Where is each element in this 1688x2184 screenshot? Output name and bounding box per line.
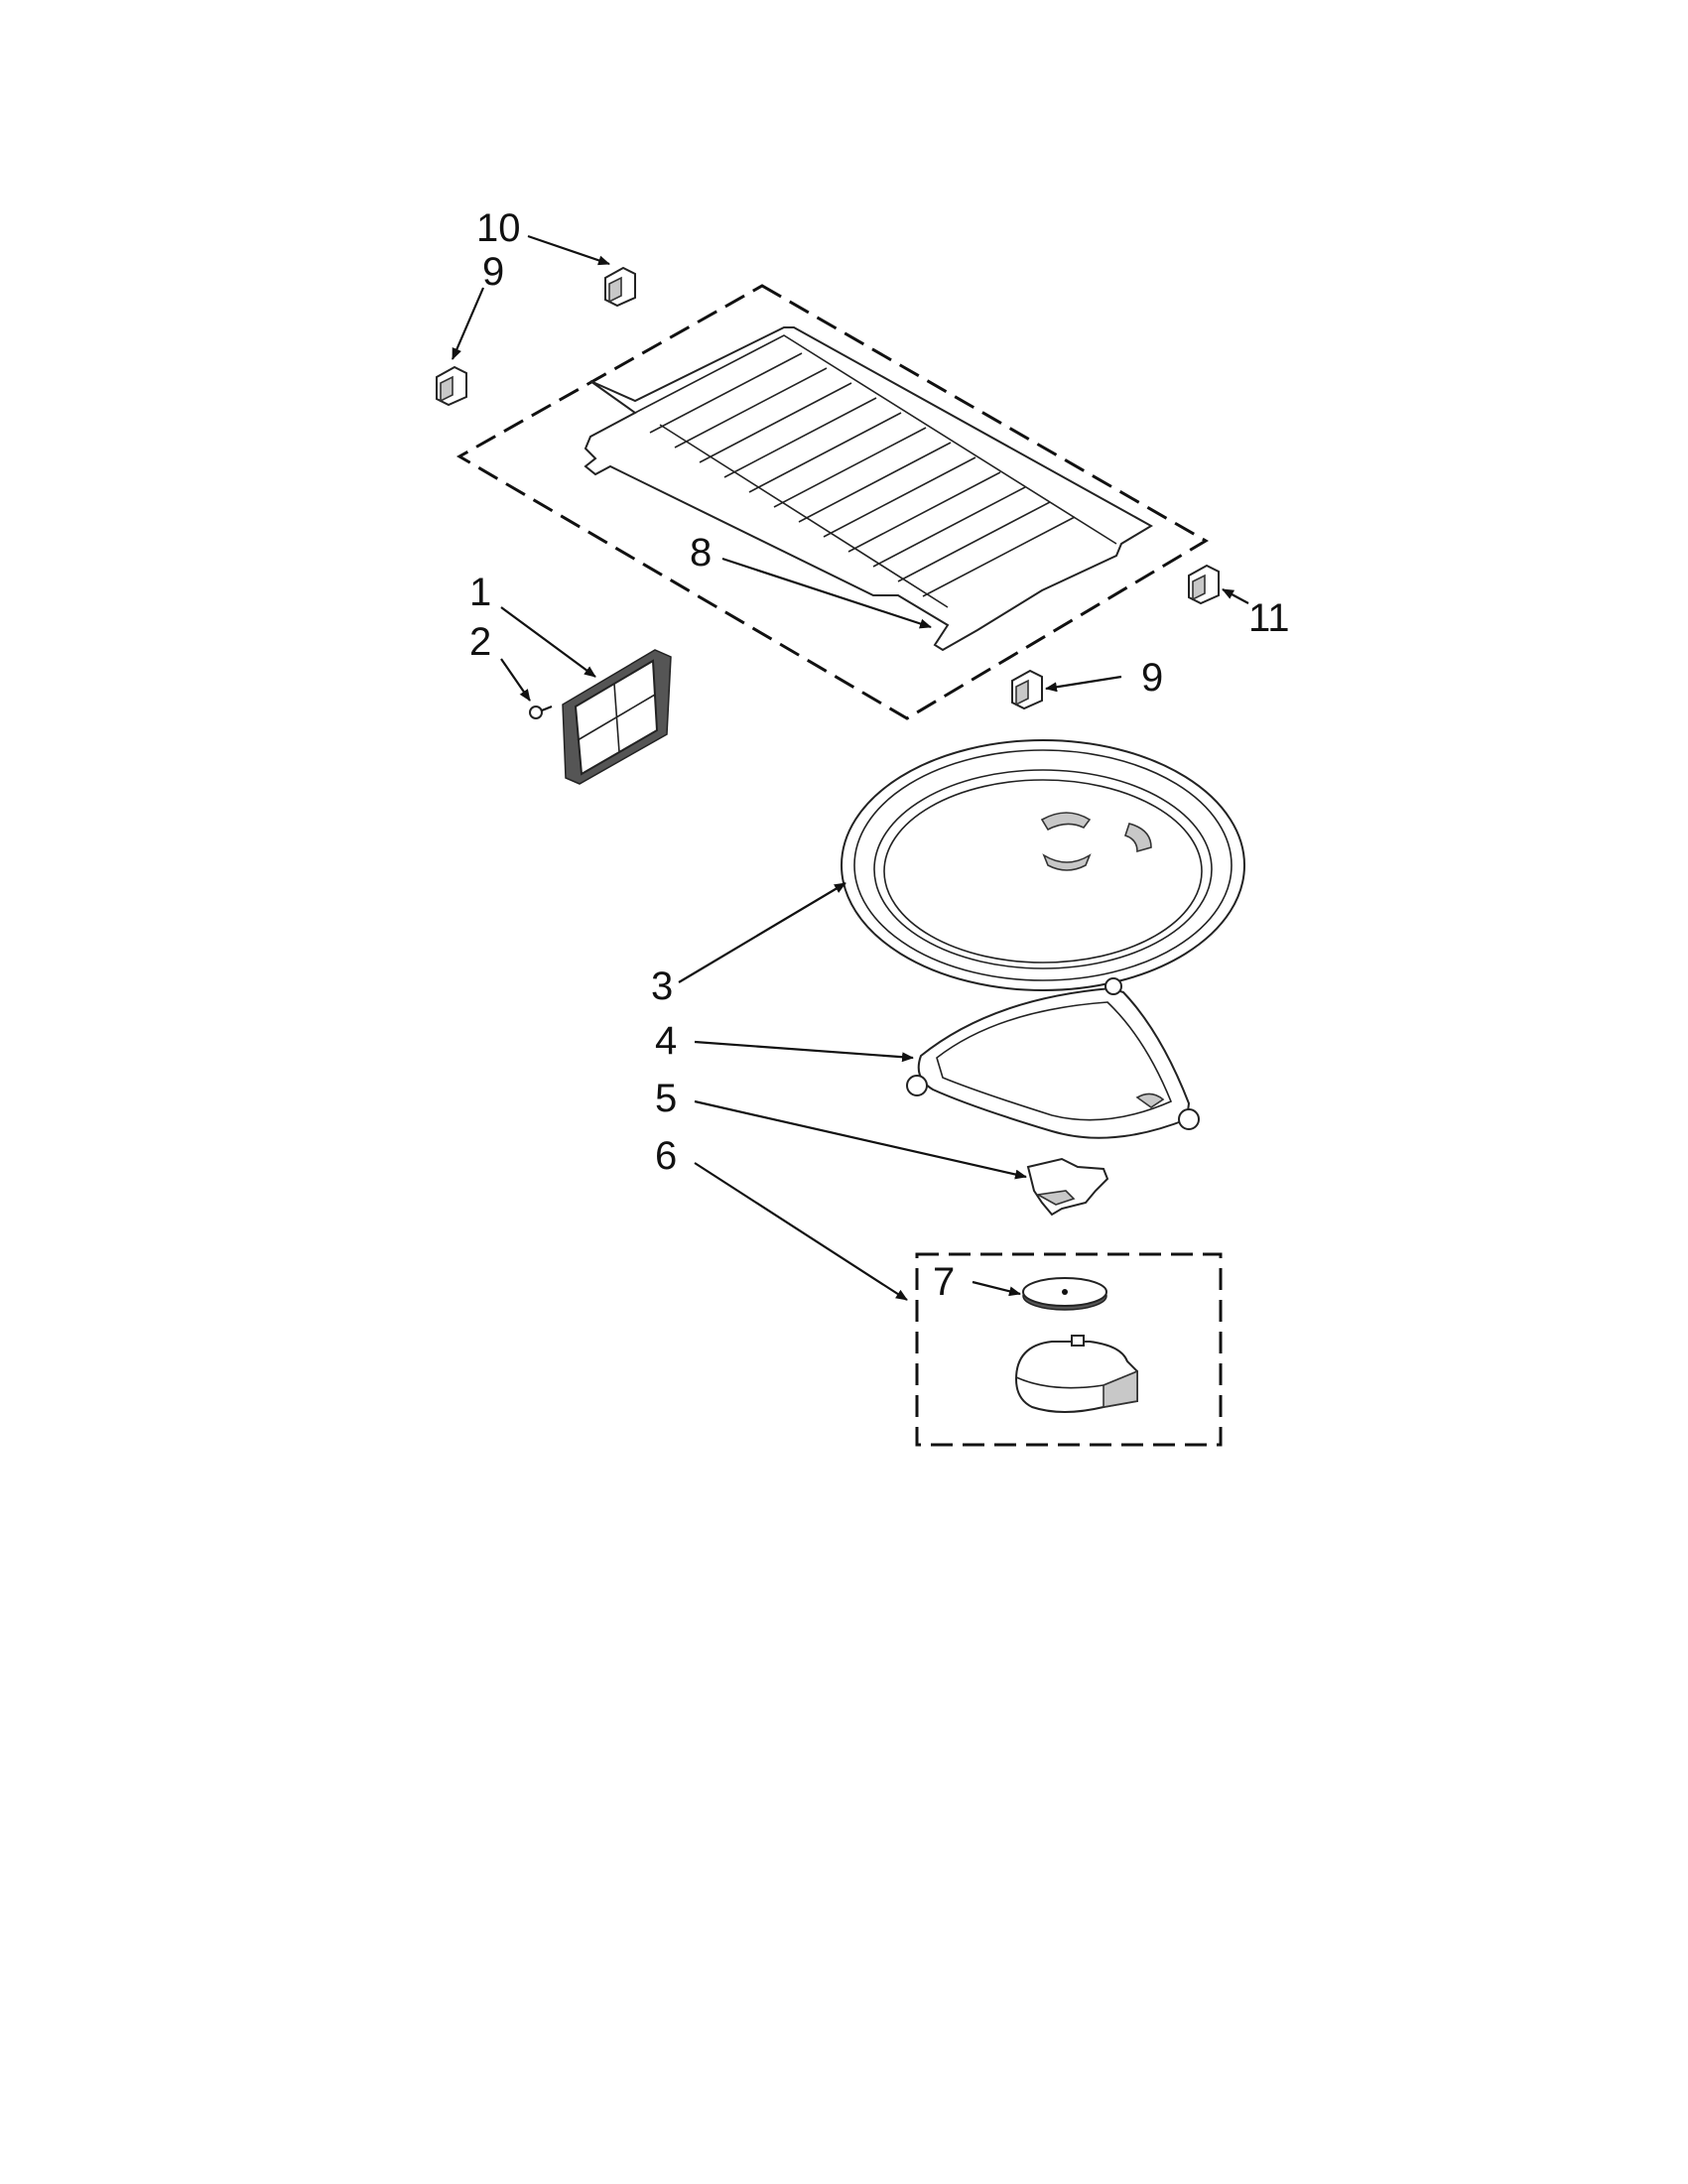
leader-2 — [500, 658, 531, 702]
leader-7 — [972, 1280, 1021, 1297]
callout-8: 8 — [690, 531, 712, 575]
callout-9-left: 9 — [482, 250, 504, 294]
callout-1: 1 — [469, 571, 491, 614]
leader-5 — [694, 1099, 1027, 1180]
turntable-tray — [841, 739, 1245, 991]
callout-3: 3 — [651, 964, 673, 1008]
callout-7: 7 — [933, 1260, 955, 1304]
rack-support-10 — [604, 266, 636, 308]
callout-4: 4 — [655, 1019, 677, 1063]
motor-group-outline — [915, 1252, 1223, 1447]
grease-filter — [562, 649, 672, 785]
rack-support-9-left — [436, 365, 467, 407]
leader-11 — [1222, 588, 1249, 604]
rack-support-9-right — [1011, 669, 1043, 710]
leader-10 — [527, 234, 610, 266]
callout-9-right: 9 — [1141, 656, 1163, 700]
roller-support — [906, 977, 1200, 1139]
leader-6 — [694, 1162, 908, 1301]
leader-3 — [678, 882, 846, 983]
callout-2: 2 — [469, 620, 491, 664]
callout-5: 5 — [655, 1077, 677, 1120]
turntable-coupler — [1026, 1157, 1109, 1217]
callout-11: 11 — [1248, 596, 1290, 640]
wire-rack — [584, 326, 1153, 652]
filter-screw — [529, 705, 553, 719]
motor-cap — [1022, 1277, 1107, 1311]
rack-group-outline — [455, 284, 1209, 720]
rack-support-11 — [1188, 564, 1220, 605]
leader-1 — [500, 606, 596, 678]
leader-9-left — [451, 287, 485, 360]
turntable-motor — [1014, 1335, 1138, 1413]
rack-wires — [649, 352, 1076, 597]
leader-4 — [694, 1040, 914, 1063]
callout-10: 10 — [476, 206, 521, 250]
leader-9-right — [1045, 675, 1122, 693]
callout-6: 6 — [655, 1134, 677, 1178]
leader-8 — [721, 557, 932, 629]
